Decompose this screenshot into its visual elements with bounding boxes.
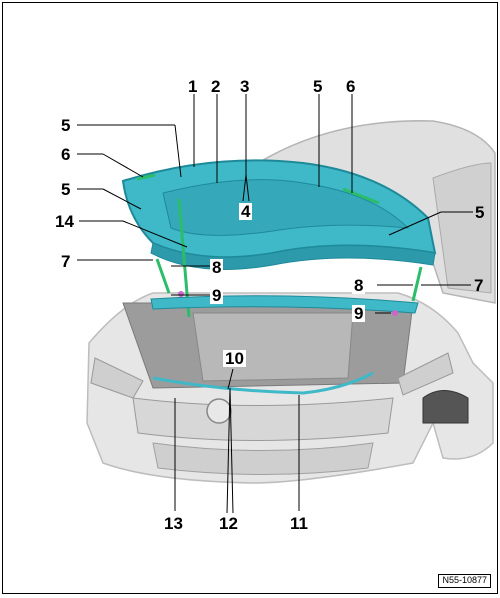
callout-7-b: 7 bbox=[474, 276, 484, 295]
callout-14: 14 bbox=[55, 212, 74, 231]
callout-8-a: 8 bbox=[210, 258, 224, 277]
leader-lines bbox=[77, 94, 473, 514]
headlight-right bbox=[397, 352, 454, 396]
seal-strip-left bbox=[136, 173, 156, 181]
callout-5-b: 5 bbox=[61, 180, 71, 199]
callout-8-b: 8 bbox=[352, 276, 366, 295]
wheel-arch bbox=[422, 390, 469, 424]
lock-marker-right bbox=[392, 310, 398, 316]
brand-emblem bbox=[206, 398, 232, 424]
headlight-left bbox=[90, 357, 144, 399]
lock-marker-left bbox=[178, 291, 184, 297]
callout-9-a: 9 bbox=[210, 286, 224, 305]
callout-6-b: 6 bbox=[346, 77, 356, 96]
callout-10: 10 bbox=[223, 349, 246, 368]
release-cable bbox=[152, 371, 374, 395]
hinge-left bbox=[155, 258, 171, 294]
callout-4: 4 bbox=[239, 202, 253, 221]
callout-11: 11 bbox=[290, 514, 308, 533]
car-bonnet-illustration bbox=[77, 94, 496, 514]
callout-3: 3 bbox=[240, 77, 250, 96]
bonnet-insulation bbox=[162, 179, 410, 236]
callout-5-c: 5 bbox=[313, 77, 323, 96]
seal-strip-right bbox=[342, 187, 380, 205]
callout-13: 13 bbox=[164, 514, 183, 533]
callout-5-d: 5 bbox=[475, 203, 485, 222]
callout-7-a: 7 bbox=[61, 252, 71, 271]
bumper-vent bbox=[152, 442, 374, 475]
callout-5-a: 5 bbox=[61, 116, 71, 135]
engine-block bbox=[192, 312, 354, 382]
callout-12: 12 bbox=[219, 514, 238, 533]
figure-reference-code: N55-10877 bbox=[438, 574, 491, 588]
callout-1: 1 bbox=[188, 77, 198, 96]
callout-9-b: 9 bbox=[352, 304, 366, 323]
callout-2: 2 bbox=[211, 77, 221, 96]
car-side-window bbox=[432, 162, 492, 294]
hinge-right bbox=[411, 266, 423, 302]
callout-6-a: 6 bbox=[61, 145, 71, 164]
